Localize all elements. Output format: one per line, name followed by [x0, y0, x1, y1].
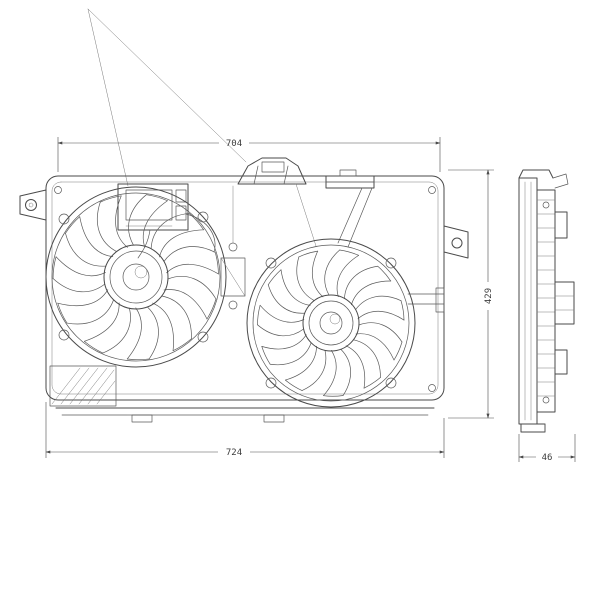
dimension-overall-height: 429 — [448, 169, 494, 419]
left-mounting-tab — [19, 189, 47, 221]
top-center-bracket — [237, 157, 307, 185]
hatched-gusset — [49, 365, 117, 407]
dimension-overall-height-label: 429 — [484, 288, 494, 304]
dimension-side-depth: 46 — [518, 434, 576, 463]
dimension-bottom-width-label: 724 — [226, 448, 242, 458]
right-fan — [246, 238, 416, 408]
right-connector — [407, 287, 445, 313]
right-fan-hub — [302, 294, 360, 352]
front-view — [19, 8, 469, 423]
side-view-protrusions — [552, 173, 575, 375]
bottom-rail — [55, 407, 435, 423]
left-fan — [45, 186, 227, 368]
dimension-bottom-width: 724 — [45, 402, 445, 458]
dimension-side-depth-label: 46 — [542, 453, 553, 463]
dimension-top-width-label: 704 — [226, 139, 242, 149]
left-fan-mount-ears — [58, 211, 209, 343]
side-view-ribs — [536, 199, 556, 397]
left-fan-hub — [103, 244, 169, 310]
center-column — [220, 185, 246, 310]
right-mounting-bracket — [443, 225, 469, 259]
dimension-top-width: 704 — [57, 137, 441, 172]
projection-lines — [87, 8, 247, 187]
right-fan-mount-ears — [265, 257, 397, 389]
struts — [295, 183, 373, 248]
side-view-foot — [520, 423, 546, 433]
top-right-bracket — [325, 169, 375, 189]
side-view — [518, 169, 575, 433]
